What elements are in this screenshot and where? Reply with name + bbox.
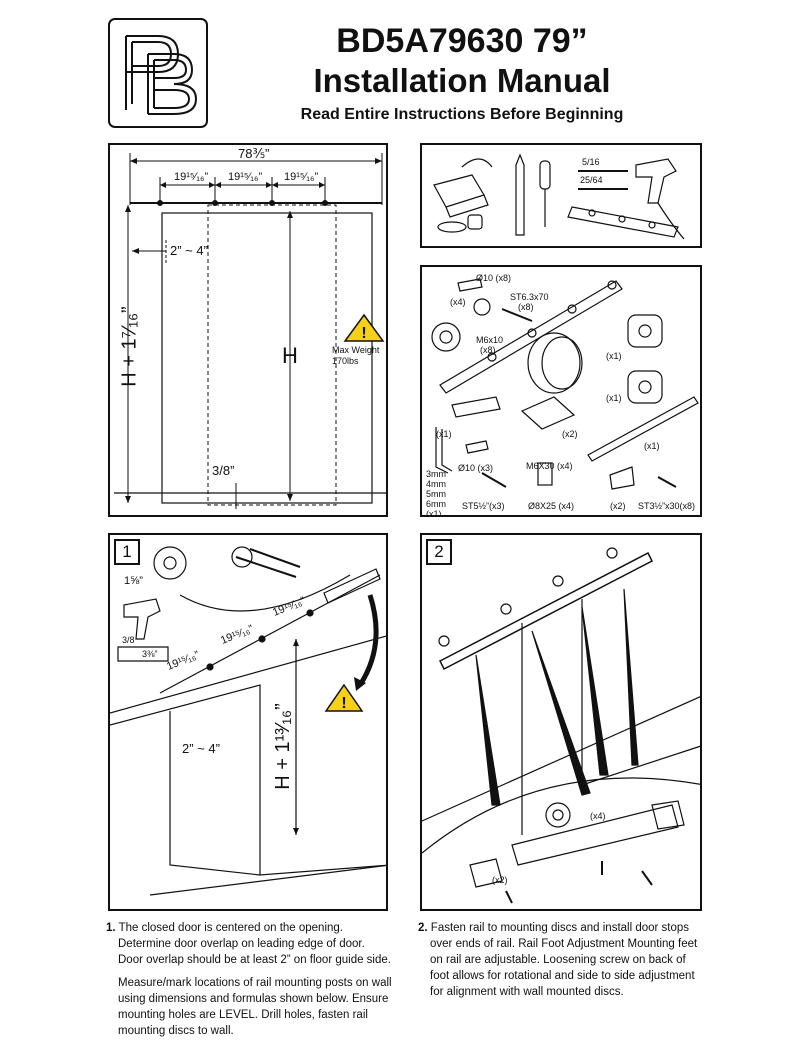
height-formula-label: H + 1⁷⁄₁₆”	[118, 306, 141, 387]
step1-paragraph-2: Measure/mark locations of rail mounting …	[118, 977, 392, 1037]
step1-instructions: 1. The closed door is centered on the op…	[106, 920, 392, 1046]
max-weight-label: Max Weight	[332, 345, 380, 355]
step2-number: 2	[426, 539, 452, 565]
door-height-label: H	[282, 343, 298, 368]
toolbox-icon	[433, 174, 485, 208]
tools-panel: 5/16 25/64	[420, 143, 702, 248]
step1-bit-depth-label: 3⅜”	[142, 649, 158, 659]
screw-st3-label: ST3½”x30(x8)	[638, 501, 696, 511]
tools-drawing	[433, 153, 685, 240]
rail-length-label: 78⅗”	[238, 146, 270, 161]
parts-drawing	[431, 278, 699, 490]
stop-qty-label-2: (x1)	[606, 393, 622, 403]
overview-drawing: !	[114, 153, 386, 509]
wrench-qty-label: (x1)	[426, 509, 442, 517]
step1-height-formula: H + 1¹³⁄₁₆”	[271, 703, 294, 790]
bracket-qty-label: (x2)	[610, 501, 626, 511]
drill-icon	[123, 598, 161, 640]
bolt-m6-label: M6x10	[476, 335, 504, 345]
overview-diagram-panel: ! 78⅗” 19¹⁵⁄₁₆” 19¹⁵⁄₁₆” 19¹⁵⁄₁₆” 2” ~ 4…	[108, 143, 388, 517]
disc-qty-label: (x4)	[450, 297, 466, 307]
drill-bit-label-2: 25/64	[580, 175, 603, 185]
anchor-bottom-label: Ø10 (x3)	[458, 463, 494, 473]
level-icon	[567, 206, 679, 238]
spacing-label-2: 19¹⁵⁄₁₆”	[228, 171, 263, 183]
step1-overlap-label: 2” ~ 4”	[182, 741, 220, 756]
max-weight-value: 170lbs	[332, 356, 359, 366]
manual-subtitle: Read Entire Instructions Before Beginnin…	[300, 106, 624, 123]
step1-offset-label: 1⅝”	[124, 575, 143, 587]
guide-plate-qty-label: (x1)	[436, 429, 452, 439]
step2-paragraph-1: 2. Fasten rail to mounting discs and ins…	[418, 922, 698, 998]
drill-icon	[635, 158, 677, 204]
svg-text:!: !	[341, 695, 346, 712]
warning-icon	[343, 313, 385, 342]
step1-drawing: !	[110, 546, 386, 896]
floor-gap-label: 3/8”	[212, 463, 235, 478]
step1-number: 1	[114, 539, 140, 565]
pencil-icon	[515, 153, 525, 236]
warning-icon	[324, 683, 364, 712]
manual-title: Installation Manual	[313, 62, 611, 99]
overlap-label: 2” ~ 4”	[170, 243, 208, 258]
anchor-top-label: Ø10 (x8)	[476, 273, 512, 283]
step2-disc-qty-label: (x4)	[590, 811, 606, 821]
step1-panel: ! 1 1⅝” 19¹⁵⁄₁₆” 19¹⁵⁄₁₆” 19¹⁵⁄₁₆” H + 1…	[108, 533, 388, 911]
bar-qty-label: (x1)	[644, 441, 660, 451]
brand-logo	[108, 18, 208, 128]
step1-paragraph-1: 1. The closed door is centered on the op…	[106, 922, 391, 966]
screw-st5-label: ST5½”(x3)	[462, 501, 505, 511]
step2-panel: 2 (x4) (x2)	[420, 533, 702, 911]
bolt-m6-qty-label: (x8)	[480, 345, 496, 355]
step2-drawing	[422, 547, 700, 904]
screw-long-qty-label: (x8)	[518, 302, 534, 312]
parts-panel: Ø10 (x8) (x4) ST6.3x70 (x8) M6x10 (x8) (…	[420, 265, 702, 517]
model-number: BD5A79630 79”	[336, 22, 588, 60]
step2-stop-qty-label: (x2)	[492, 875, 508, 885]
drill-bit-label-1: 5/16	[582, 157, 600, 167]
nut-8x25-label: Ø8X25 (x4)	[528, 501, 575, 511]
wrench-sizes-label: 3mm 4mm 5mm 6mm (x1)	[426, 469, 446, 517]
step2-instructions: 2. Fasten rail to mounting discs and ins…	[418, 920, 706, 1007]
step1-drill-bit-label: 3/8	[122, 635, 135, 645]
hanger-qty-label: (x2)	[562, 429, 578, 439]
screw-long-label: ST6.3x70	[510, 292, 549, 302]
stop-qty-label-1: (x1)	[606, 351, 622, 361]
svg-text:!: !	[361, 325, 366, 342]
spacing-label-1: 19¹⁵⁄₁₆”	[174, 171, 209, 183]
screwdriver-icon	[539, 160, 551, 190]
spacing-label-3: 19¹⁵⁄₁₆”	[284, 171, 319, 183]
bolt-m6x30-label: M6X30 (x4)	[526, 461, 573, 471]
